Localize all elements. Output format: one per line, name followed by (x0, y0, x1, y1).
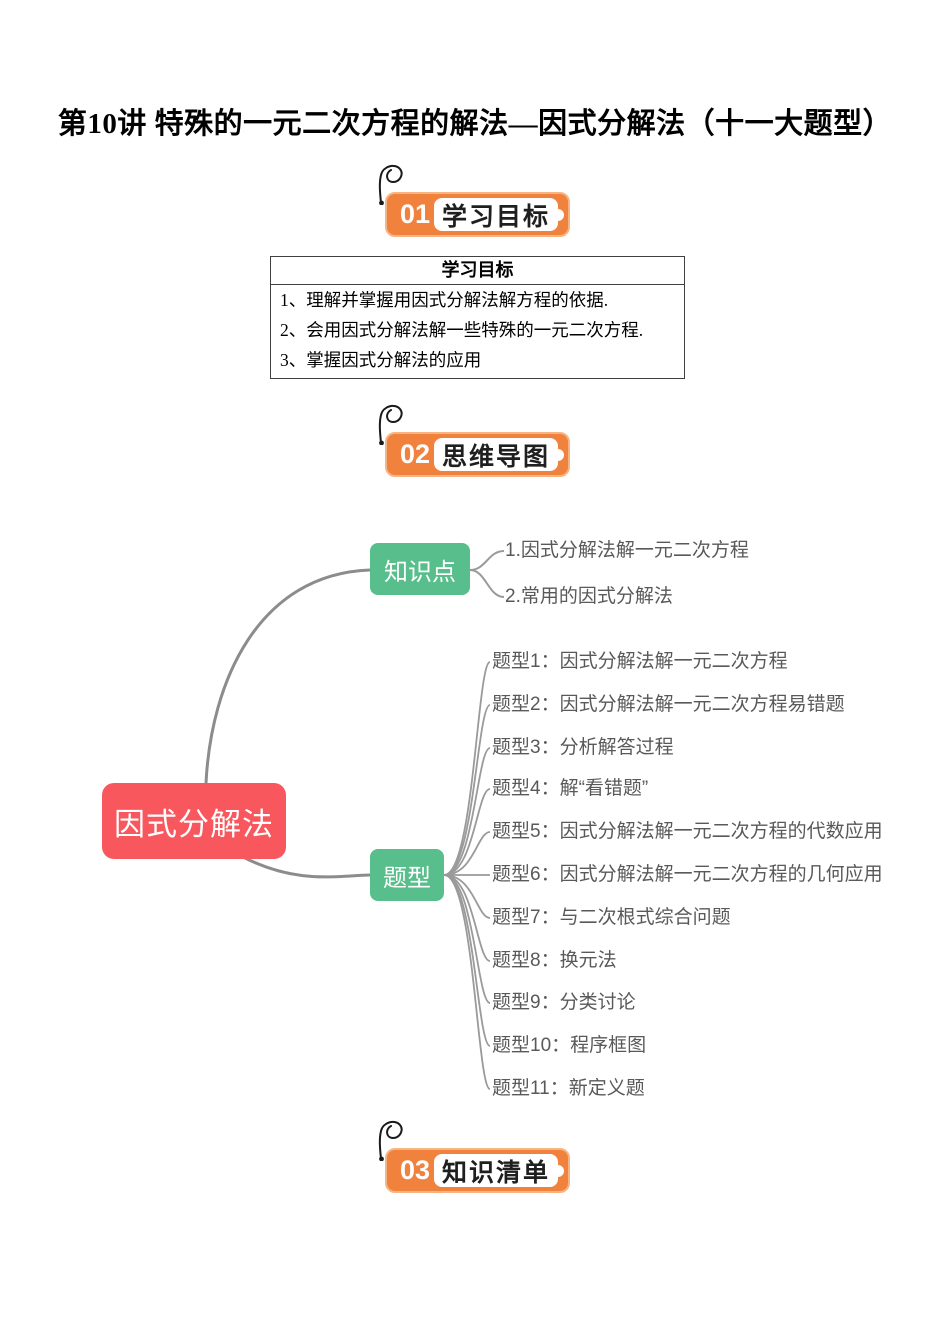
mindmap-item: 2.常用的因式分解法 (505, 586, 673, 607)
mindmap-branch-qtypes: 题型 (370, 849, 444, 901)
section-badge-mindmap: 02 思维导图 (378, 404, 570, 477)
mindmap-item: 题型9：分类讨论 (492, 992, 636, 1013)
section-number: 01 (400, 199, 431, 229)
section-label: 思维导图 (441, 442, 550, 471)
section-badge-knowledge-list: 03 知识清单 (378, 1120, 570, 1193)
badge-background: 01 学习目标 (385, 192, 570, 237)
wire-squiggle-icon (378, 164, 403, 205)
mindmap-item: 题型3：分析解答过程 (492, 737, 674, 758)
badge-label-box: 学习目标 (434, 198, 558, 231)
mindmap-item: 题型4：解“看错题” (492, 778, 649, 799)
wire-squiggle-icon (378, 1120, 403, 1161)
section-number: 02 (400, 439, 431, 469)
badge-notch (552, 1164, 564, 1177)
badge-notch (552, 208, 564, 221)
mindmap-item: 题型11：新定义题 (492, 1078, 645, 1099)
objectives-row: 2、会用因式分解法解一些特殊的一元二次方程. (280, 320, 644, 340)
mindmap-item: 题型2：因式分解法解一元二次方程易错题 (492, 694, 845, 715)
objectives-table-header: 学习目标 (271, 257, 684, 285)
badge-label-box: 知识清单 (434, 1154, 558, 1187)
section-badge-learning-goals: 01 学习目标 (378, 164, 570, 237)
badge-label-box: 思维导图 (434, 438, 558, 471)
wire-squiggle-icon (378, 404, 403, 445)
mindmap-branch-knowledge: 知识点 (370, 543, 470, 595)
objectives-row: 3、掌握因式分解法的应用 (280, 350, 482, 370)
mindmap-item: 题型5：因式分解法解一元二次方程的代数应用 (492, 821, 883, 842)
badge-notch (552, 448, 564, 461)
mindmap-item: 题型10：程序框图 (492, 1035, 647, 1056)
mindmap-item: 题型6：因式分解法解一元二次方程的几何应用 (492, 864, 883, 885)
mindmap-item: 题型1：因式分解法解一元二次方程 (492, 651, 788, 672)
page-title: 第10讲 特殊的一元二次方程的解法—因式分解法（十一大题型） (57, 108, 893, 140)
mindmap-item: 题型8：换元法 (492, 950, 617, 971)
section-number: 03 (400, 1155, 431, 1185)
mindmap-root-node: 因式分解法 (102, 783, 286, 859)
mindmap-item: 题型7：与二次根式综合问题 (492, 907, 731, 928)
objectives-row: 1、理解并掌握用因式分解法解方程的依据. (280, 290, 609, 310)
section-label: 知识清单 (441, 1158, 550, 1187)
badge-background: 02 思维导图 (385, 432, 570, 477)
objectives-table: 学习目标 1、理解并掌握用因式分解法解方程的依据. 2、会用因式分解法解一些特殊… (270, 256, 685, 379)
badge-background: 03 知识清单 (385, 1148, 570, 1193)
section-label: 学习目标 (441, 202, 550, 231)
mindmap-item: 1.因式分解法解一元二次方程 (505, 540, 749, 561)
